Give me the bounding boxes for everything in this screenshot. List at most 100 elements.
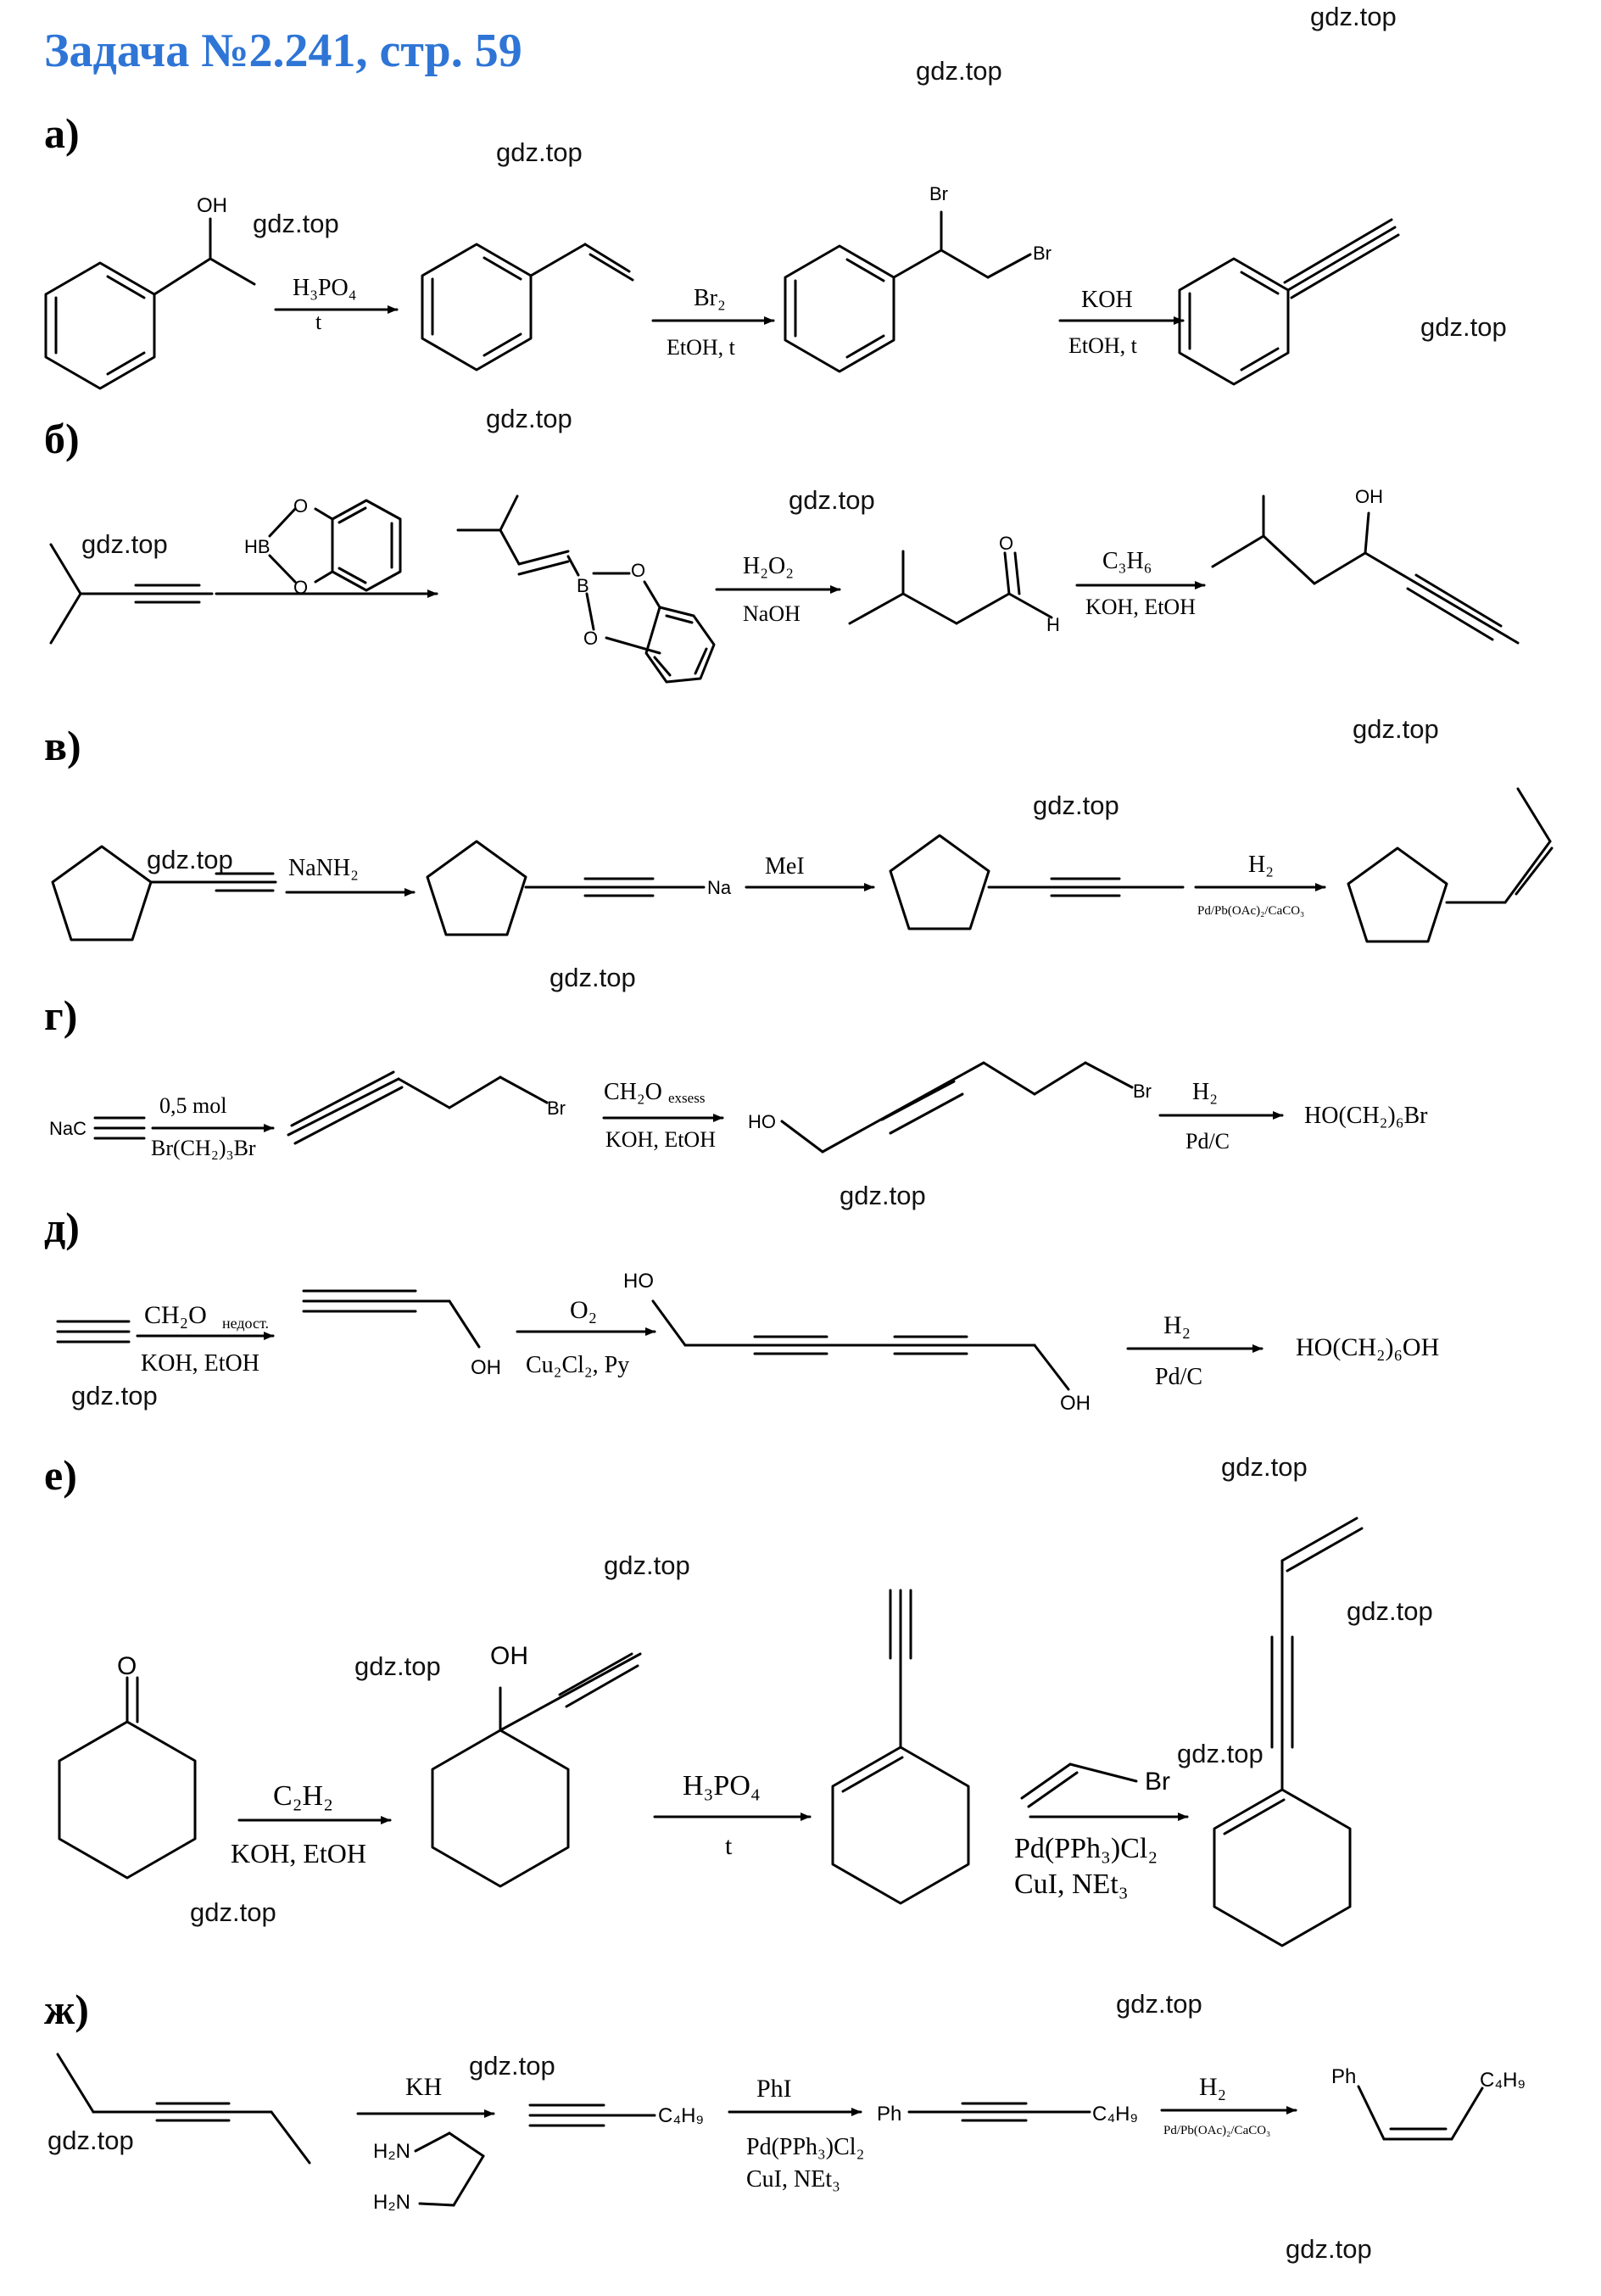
d-ho-label: HO: [623, 1270, 654, 1293]
b-o-label-1: O: [293, 495, 308, 517]
part-label-a: а): [44, 109, 80, 157]
zh-reagent-3: H₂: [1199, 2073, 1226, 2101]
a-condition-1: t: [315, 310, 322, 334]
g-reagent-1: 0,5 mol: [159, 1093, 226, 1118]
watermark: gdz.top: [47, 2126, 134, 2155]
e-enyne-product: [1213, 1517, 1364, 1947]
a-oh-label: OH: [197, 194, 227, 217]
a-reagent-1: H₃PO₄: [293, 275, 357, 301]
watermark: gdz.top: [1420, 312, 1507, 342]
v-reagent-3: H₂: [1248, 852, 1274, 878]
watermark: gdz.top: [486, 404, 572, 433]
a-reagent-3: KOH: [1081, 287, 1133, 313]
zh-hexyne: [528, 2103, 656, 2127]
a-styrene: [421, 243, 634, 371]
d-condition-3: Pd/C: [1155, 1364, 1202, 1390]
zh-phenylhexyne: [907, 2102, 1091, 2122]
d-condition-2: Cu₂Cl₂, Py: [526, 1352, 629, 1378]
b-o-label-2: O: [293, 577, 308, 598]
a-condition-2: EtOH, t: [667, 335, 736, 360]
g-condition-1: Br(CH₂)₃Br: [151, 1136, 256, 1160]
g-bromoheptynol: [780, 1061, 1134, 1154]
e-vinyl-bromide: [1020, 1763, 1138, 1808]
g-br-label-1: Br: [547, 1098, 566, 1119]
b-oh-label: OH: [1355, 486, 1383, 507]
part-label-g: г): [44, 992, 78, 1039]
e-catalyst-1: Pd(PPh₃)Cl₂: [1014, 1833, 1158, 1864]
watermark: gdz.top: [253, 209, 339, 238]
zh-catalyst-1: Pd(PPh₃)Cl₂: [746, 2134, 864, 2160]
watermark: gdz.top: [1177, 1739, 1264, 1768]
watermark: gdz.top: [81, 529, 168, 559]
e-oh-label: OH: [490, 1642, 528, 1670]
watermark: gdz.top: [354, 1651, 441, 1681]
watermark: gdz.top: [1116, 1989, 1202, 2019]
part-label-v: в): [44, 722, 81, 769]
b-h-label: H: [1046, 614, 1060, 635]
part-label-d: д): [44, 1204, 80, 1251]
d-oh-label-2: OH: [1060, 1392, 1091, 1415]
b-aldehyde: [848, 550, 1053, 625]
watermark: gdz.top: [1221, 1452, 1308, 1482]
e-reagent-1: C₂H₂: [273, 1780, 333, 1812]
e-cyclohexanone: [58, 1676, 197, 1880]
b-hb-label: HB: [244, 536, 271, 557]
watermark: gdz.top: [190, 1897, 276, 1927]
d-product: HO(CH₂)₆OH: [1296, 1333, 1439, 1361]
a-benzene-1: [44, 217, 256, 390]
b-reagent-2: H₂O₂: [743, 553, 794, 579]
watermark: gdz.top: [469, 2051, 555, 2081]
g-nac-label: NaC: [49, 1118, 86, 1139]
watermark: gdz.top: [604, 1550, 690, 1580]
zh-h2n-label-1: H₂N: [373, 2140, 410, 2163]
watermark: gdz.top: [1286, 2234, 1372, 2264]
watermark: gdz.top: [496, 137, 583, 167]
g-reagent-2: CH₂O: [604, 1079, 662, 1105]
zh-c4h9-label-1: C₄H₉: [658, 2104, 704, 2127]
zh-ph-label-2: Ph: [1331, 2065, 1356, 2088]
zh-hex-3-yne: [56, 2053, 311, 2165]
e-reagent-2: H₃PO₄: [683, 1770, 761, 1802]
b-o-label-4: O: [583, 628, 598, 649]
watermark: gdz.top: [840, 1181, 926, 1210]
g-condition-3: Pd/C: [1185, 1129, 1230, 1154]
a-condition-3: EtOH, t: [1068, 333, 1138, 358]
v-cis-alkene: [1347, 787, 1554, 943]
g-reagent-3: H₂: [1192, 1079, 1218, 1105]
b-condition-2: NaOH: [743, 601, 800, 626]
watermark: gdz.top: [71, 1381, 158, 1411]
a-br-label-1: Br: [929, 183, 948, 204]
e-ethynylcyclohexene: [831, 1589, 970, 1905]
watermark: gdz.top: [147, 845, 233, 874]
g-reagent-2-note: exsess: [668, 1090, 705, 1106]
g-bromopentyne: [287, 1070, 549, 1145]
v-reagent-2: MeI: [765, 853, 805, 880]
g-br-label-2: Br: [1133, 1081, 1152, 1102]
watermark: gdz.top: [1310, 2, 1397, 31]
g-ho-label: HO: [748, 1111, 776, 1132]
g-product: HO(CH₂)₆Br: [1304, 1103, 1428, 1129]
b-catecholborane: [268, 499, 402, 592]
a-phenylacetylene: [1178, 218, 1400, 386]
e-br-label: Br: [1145, 1768, 1170, 1796]
d-condition-1: KOH, EtOH: [141, 1350, 259, 1377]
v-cyclopentyl-acetylene: [51, 845, 277, 941]
page-title: Задача №2.241, стр. 59: [44, 25, 522, 77]
d-reagent-3: H₂: [1163, 1311, 1191, 1339]
b-reagent-3: C₃H₆: [1102, 548, 1152, 574]
e-condition-2: t: [725, 1832, 733, 1860]
zh-catalyst-3: Pd/Pb(OAc)₂/CaCO₃: [1163, 2124, 1270, 2137]
a-dibromide: [784, 210, 1032, 373]
zh-c4h9-label-2: C₄H₉: [1092, 2103, 1138, 2126]
watermark: gdz.top: [1353, 714, 1439, 744]
a-reagent-2: Br₂: [694, 285, 726, 311]
part-label-e: е): [44, 1451, 77, 1499]
zh-reagent-2: PhI: [756, 2075, 792, 2103]
a-br-label-2: Br: [1033, 243, 1052, 264]
d-diyne-diol: [651, 1299, 1070, 1391]
g-condition-2: KOH, EtOH: [605, 1127, 716, 1152]
watermark: gdz.top: [549, 963, 636, 992]
d-reagent-1: CH₂O: [144, 1301, 207, 1329]
zh-catalyst-2: CuI, NEt₃: [746, 2166, 840, 2193]
